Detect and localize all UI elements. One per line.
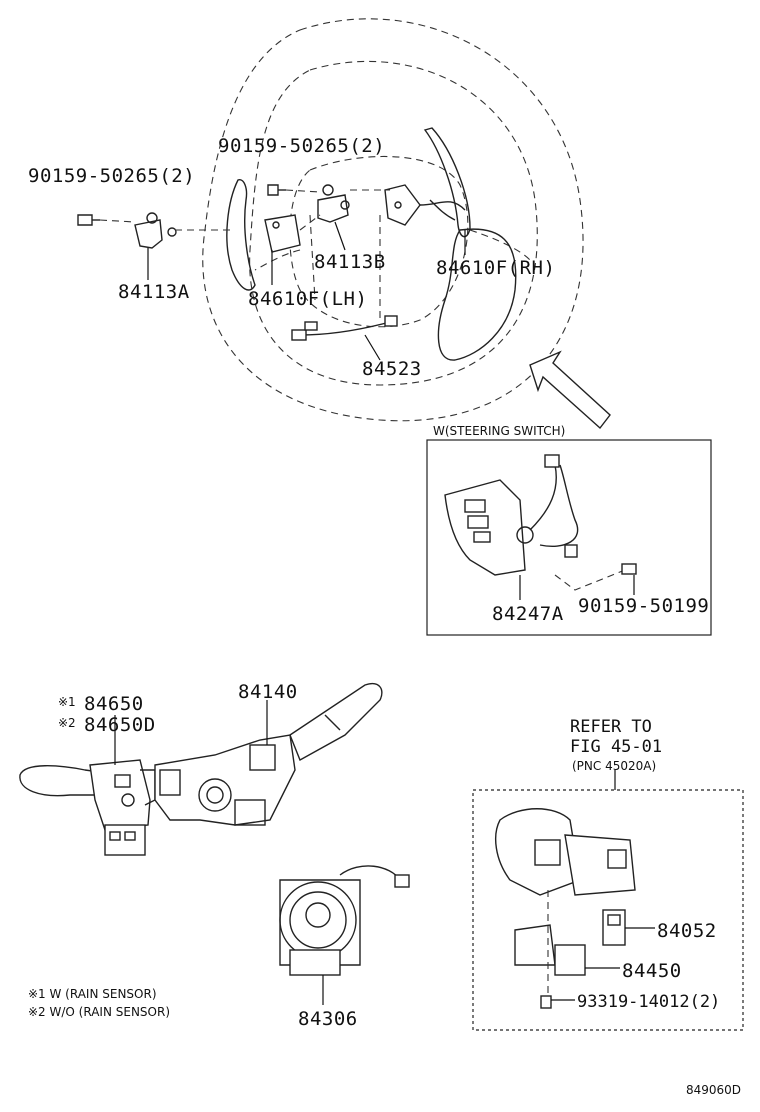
view-arrow — [529, 350, 611, 430]
label-bolt-left: 90159-50265(2) — [28, 165, 195, 187]
footnote-1: ※1 W (RAIN SENSOR) — [28, 987, 157, 1001]
ignition-inset — [472, 789, 744, 1031]
label-sensor: 84052 — [657, 920, 717, 942]
bracket-84113a — [134, 212, 177, 249]
label-refer-1: REFER TO — [570, 717, 652, 737]
paddle-lh — [226, 179, 256, 291]
label-bracket-a: 84113A — [118, 281, 190, 303]
label-spiral-cable: 84306 — [298, 1008, 358, 1030]
label-combo-switch: 84140 — [238, 681, 298, 703]
label-screw2: 93319-14012(2) — [577, 992, 720, 1012]
screw-93319 — [540, 995, 552, 1009]
spiral-cable-84306 — [279, 865, 410, 976]
steering-wheel — [202, 18, 584, 422]
label-bracket-b: 84113B — [314, 251, 386, 273]
combination-switch-84140 — [154, 683, 383, 826]
label-switch: 84247A — [492, 603, 564, 625]
label-ignition-switch: 84450 — [622, 960, 682, 982]
figure-code: 849060D — [686, 1083, 741, 1097]
bolt-left — [77, 214, 100, 226]
steering-switch-84247a — [444, 454, 579, 576]
label-wiper-note2: ※2 — [58, 716, 76, 730]
label-paddle-lh: 84610F(LH) — [248, 288, 367, 310]
wire-harness-84523 — [291, 315, 398, 341]
label-wiper-1: 84650 — [84, 693, 144, 715]
label-refer-2: FIG 45-01 — [570, 737, 662, 757]
wiper-switch-84650 — [19, 759, 156, 856]
footnote-2: ※2 W/O (RAIN SENSOR) — [28, 1005, 170, 1019]
screw-90159-50199 — [621, 563, 637, 575]
label-paddle-rh: 84610F(RH) — [436, 257, 555, 279]
sensor-84052 — [602, 909, 626, 946]
switch-lh-body — [264, 214, 301, 253]
bolt-center — [267, 184, 286, 196]
label-bolt-center: 90159-50265(2) — [218, 135, 385, 157]
label-wiper-note1: ※1 — [58, 695, 76, 709]
steering-switch-inset — [426, 439, 712, 636]
label-wire: 84523 — [362, 358, 422, 380]
label-screw: 90159-50199 — [578, 595, 709, 617]
ignition-switch-84450 — [514, 890, 586, 1000]
label-refer-3: (PNC 45020A) — [572, 759, 656, 773]
key-cylinder — [495, 808, 636, 896]
inset-title: W(STEERING SWITCH) — [433, 424, 565, 438]
paddle-rh — [423, 127, 471, 238]
switch-rh-body — [384, 184, 466, 226]
bracket-84113b — [317, 184, 350, 223]
label-wiper-2: 84650D — [84, 714, 156, 736]
